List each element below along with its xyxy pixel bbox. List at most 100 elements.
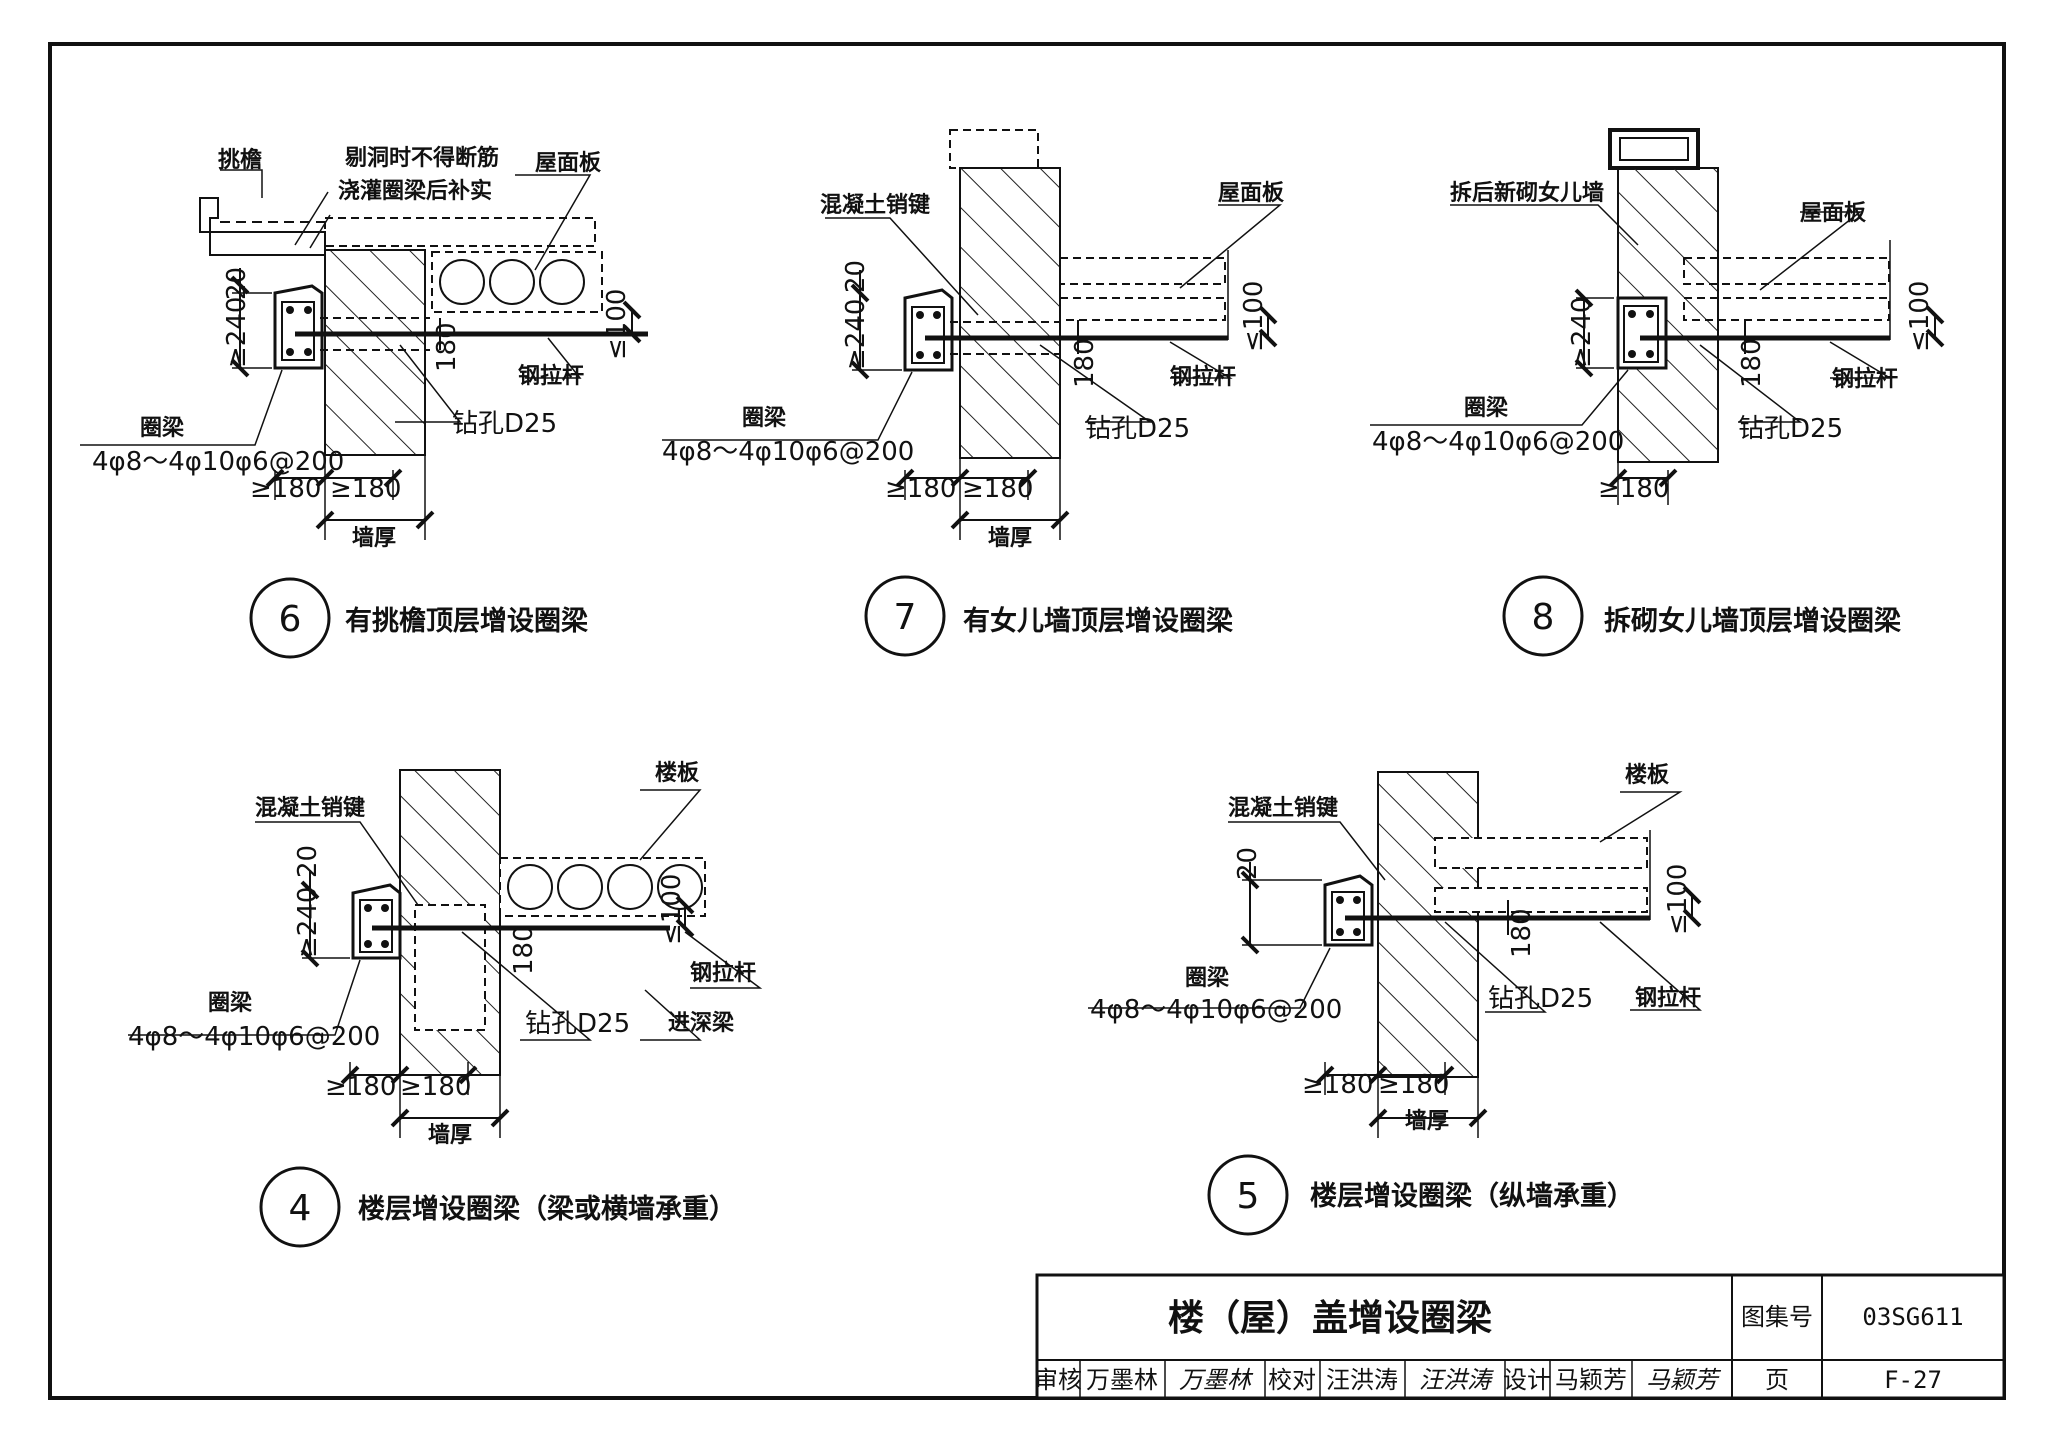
roof-slab [1059, 257, 1226, 285]
detail-5: 混凝土销键 楼板 圈梁 4φ8～4φ10φ6@200 钢拉杆 钻孔D25 20 … [1088, 763, 1702, 1236]
detail-7-badge [864, 575, 946, 657]
dim-20: 20 [841, 260, 871, 293]
dim-180-vertical: 180 [1507, 908, 1537, 958]
dim-180-b: ≥180 [330, 474, 401, 504]
dim-240: ≥240 [293, 887, 323, 958]
dim-20: 20 [293, 845, 323, 878]
label-depth-beam: 进深梁 [668, 1011, 734, 1036]
detail-6-caption: 有挑檐顶层增设圈梁 [345, 605, 588, 637]
label-ring-rebar: 4φ8～4φ10φ6@200 [662, 437, 914, 467]
label-ring-rebar: 4φ8～4φ10φ6@200 [1090, 995, 1342, 1025]
dim-180-a: ≥180 [1598, 474, 1669, 504]
label-drill: 钻孔D25 [1085, 414, 1190, 444]
label-tie-rod: 钢拉杆 [1170, 364, 1236, 390]
label-tie-rod: 钢拉杆 [690, 960, 756, 986]
label-ring-rebar: 4φ8～4φ10φ6@200 [128, 1022, 380, 1052]
detail-7-caption: 有女儿墙顶层增设圈梁 [963, 605, 1233, 637]
dim-20: 20 [222, 267, 252, 300]
designer-signature: 马颖芳 [1646, 1366, 1722, 1394]
dim-180-a: ≥180 [325, 1072, 396, 1102]
detail-5-number: 5 [1237, 1176, 1260, 1217]
label-eave: 挑檐 [218, 147, 262, 173]
roof-slab [1683, 257, 1890, 285]
check-label: 校对 [1268, 1366, 1316, 1394]
reviewer-name: 万墨林 [1086, 1366, 1158, 1394]
label-concrete-key: 混凝土销键 [255, 795, 365, 821]
ring-beam [1323, 874, 1374, 947]
dim-wall-thickness: 墙厚 [1405, 1109, 1449, 1134]
dim-100: ≤100 [1663, 864, 1693, 935]
page-label: 页 [1765, 1366, 1789, 1394]
dim-180-vertical: 180 [509, 925, 539, 975]
detail-6-badge [249, 577, 331, 659]
sheet-title: 楼（屋）盖增设圈梁 [1168, 1298, 1492, 1339]
label-concrete-key: 混凝土销键 [1228, 795, 1338, 821]
label-floor-slab: 楼板 [655, 761, 700, 786]
ring-beam [903, 288, 954, 372]
dim-180-b: ≥180 [962, 474, 1033, 504]
label-tie-rod: 钢拉杆 [1832, 366, 1898, 392]
detail-8-caption: 拆砌女儿墙顶层增设圈梁 [1604, 605, 1901, 637]
parapet-coping [1608, 128, 1700, 170]
label-ring-beam: 圈梁 [1185, 966, 1229, 991]
checker-name: 汪洪涛 [1326, 1366, 1398, 1394]
dim-100: ≤100 [1905, 281, 1935, 352]
dim-180-vertical: 180 [1070, 338, 1100, 388]
detail-7: 混凝土销键 屋面板 圈梁 4φ8～4φ10φ6@200 钢拉杆 钻孔D25 ≥2… [662, 129, 1285, 657]
review-label: 审核 [1034, 1366, 1082, 1394]
dim-240: ≥240 [1567, 297, 1597, 368]
depth-beam [414, 904, 486, 1031]
dim-180-vertical: 180 [1737, 338, 1767, 388]
wall [959, 167, 1061, 459]
label-roof-slab: 屋面板 [1800, 201, 1867, 226]
label-ring-beam: 圈梁 [1464, 396, 1508, 421]
detail-5-caption: 楼层增设圈梁（纵墙承重） [1310, 1180, 1634, 1212]
dim-240: ≥240 [841, 299, 871, 370]
roof-strip [324, 217, 596, 247]
label-new-parapet: 拆后新砌女儿墙 [1450, 180, 1604, 206]
label-note1: 剔洞时不得断筋 [344, 145, 499, 171]
ring-beam [273, 284, 324, 370]
dim-wall-thickness: 墙厚 [988, 526, 1032, 551]
dim-180-b: ≥180 [1378, 1070, 1449, 1100]
dim-100: ≤100 [657, 874, 687, 945]
parapet-dashed [949, 129, 1039, 169]
label-roof-slab: 屋面板 [1218, 181, 1285, 206]
label-drill: 钻孔D25 [1738, 414, 1843, 444]
dim-wall-thickness: 墙厚 [352, 526, 396, 551]
label-drill: 钻孔D25 [1488, 984, 1593, 1014]
label-tie-rod: 钢拉杆 [518, 363, 584, 389]
dim-20: 20 [1233, 847, 1263, 880]
dim-180-b: ≥180 [400, 1072, 471, 1102]
detail-8: 拆后新砌女儿墙 屋面板 圈梁 4φ8～4φ10φ6@200 钢拉杆 钻孔D25 … [1370, 128, 1945, 657]
page-number: F-27 [1884, 1366, 1942, 1394]
label-ring-rebar: 4φ8～4φ10φ6@200 [1372, 427, 1624, 457]
dim-180-a: ≥180 [250, 474, 321, 504]
title-block: 楼（屋）盖增设圈梁 图集号 03SG611 页 F-27 审核 万墨林 万墨林 … [1034, 1273, 2006, 1400]
hollow-slab [431, 251, 603, 313]
dim-100: ≤100 [1239, 281, 1269, 352]
label-ring-beam: 圈梁 [140, 416, 184, 441]
atlas-number: 03SG611 [1862, 1303, 1963, 1331]
sheet-frame [48, 42, 2006, 1400]
dim-240: ≥240 [222, 297, 252, 368]
detail-4-caption: 楼层增设圈梁（梁或横墙承重） [358, 1193, 736, 1225]
checker-signature: 汪洪涛 [1419, 1366, 1494, 1394]
dim-180-a: ≥180 [885, 474, 956, 504]
label-note2: 浇灌圈梁后补实 [338, 178, 492, 204]
label-ring-beam: 圈梁 [208, 991, 252, 1016]
floor-slab [1434, 837, 1648, 869]
reviewer-signature: 万墨林 [1179, 1366, 1254, 1394]
dim-180-a: ≥180 [1302, 1070, 1373, 1100]
atlas-label: 图集号 [1741, 1303, 1813, 1331]
label-drill: 钻孔D25 [452, 409, 557, 439]
detail-5-badge [1207, 1154, 1289, 1236]
dim-wall-thickness: 墙厚 [428, 1123, 472, 1148]
label-drill: 钻孔D25 [525, 1009, 630, 1039]
detail-8-badge [1502, 575, 1584, 657]
label-roof-slab: 屋面板 [535, 151, 602, 176]
detail-6: 挑檐 剔洞时不得断筋 浇灌圈梁后补实 屋面板 圈梁 4φ8～4φ10φ6@200… [80, 145, 648, 659]
dim-100: ≤100 [602, 289, 632, 360]
designer-name: 马颖芳 [1555, 1366, 1627, 1394]
